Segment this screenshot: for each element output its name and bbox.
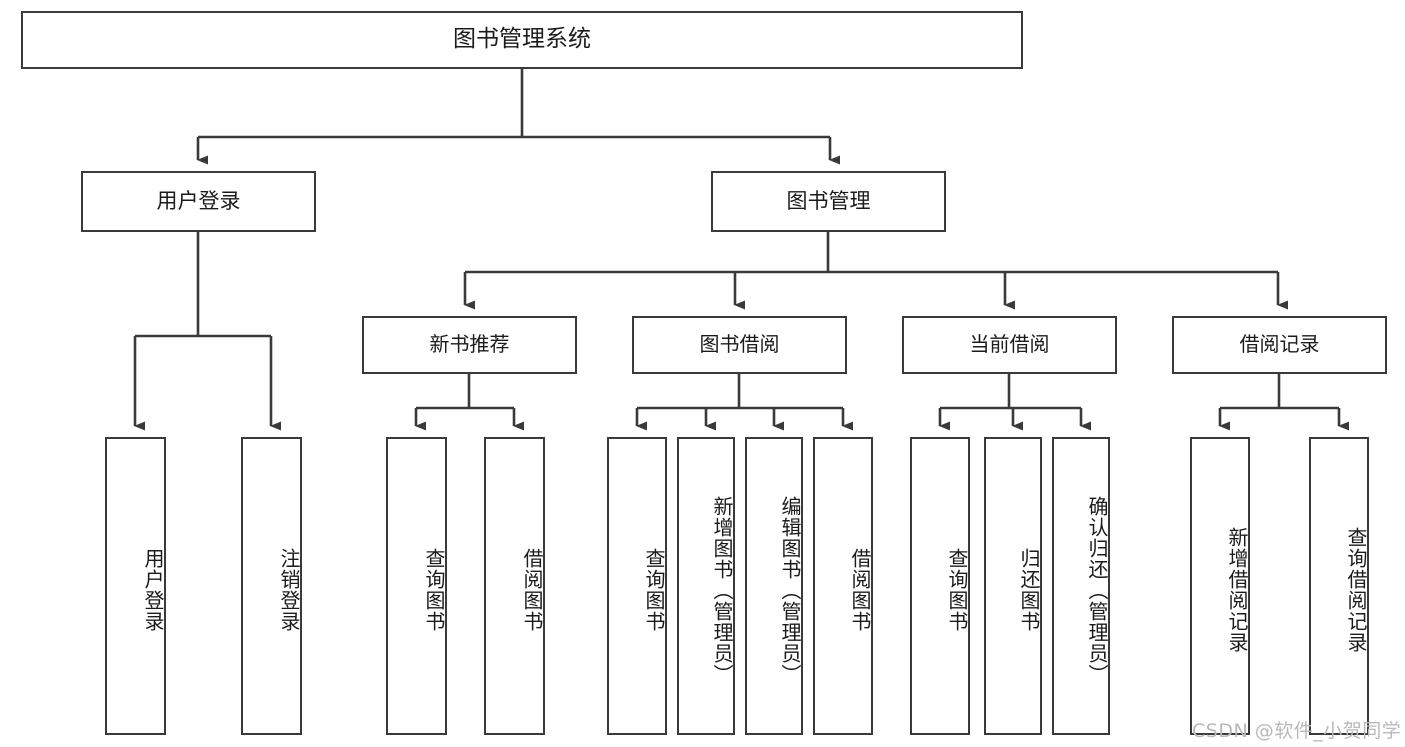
leaf-query-borrow-record-label: 查询借阅记录 bbox=[1344, 527, 1368, 653]
node-new-book-recommend[interactable]: 新书推荐 bbox=[362, 316, 577, 374]
watermark: CSDN @软件_小贺同学 bbox=[1192, 720, 1402, 742]
node-borrow-record[interactable]: 借阅记录 bbox=[1172, 316, 1387, 374]
leaf-borrow-book-recommend[interactable]: 借阅图书 bbox=[484, 437, 545, 735]
node-current-borrow[interactable]: 当前借阅 bbox=[902, 316, 1117, 374]
leaf-return-book[interactable]: 归还图书 bbox=[984, 437, 1042, 735]
node-book-borrow-label: 图书借阅 bbox=[699, 332, 780, 357]
leaf-add-book-admin[interactable]: 新增图书（管理员） bbox=[677, 437, 735, 735]
leaf-query-book-borrow-label: 查询图书 bbox=[642, 548, 666, 632]
node-book-management[interactable]: 图书管理 bbox=[711, 171, 946, 232]
leaf-query-book-recommend[interactable]: 查询图书 bbox=[386, 437, 447, 735]
leaf-borrow-book[interactable]: 借阅图书 bbox=[813, 437, 873, 735]
node-current-borrow-label: 当前借阅 bbox=[969, 332, 1050, 357]
leaf-confirm-return-admin[interactable]: 确认归还（管理员） bbox=[1052, 437, 1110, 735]
leaf-logout-label: 注销登录 bbox=[277, 548, 301, 632]
leaf-confirm-return-admin-label: 确认归还（管理员） bbox=[1085, 495, 1109, 685]
node-new-book-recommend-label: 新书推荐 bbox=[429, 332, 510, 357]
leaf-query-book-current[interactable]: 查询图书 bbox=[910, 437, 970, 735]
node-book-management-label: 图书管理 bbox=[786, 189, 871, 214]
leaf-borrow-book-label: 借阅图书 bbox=[848, 548, 872, 632]
node-root-label: 图书管理系统 bbox=[453, 26, 591, 53]
leaf-logout[interactable]: 注销登录 bbox=[241, 437, 302, 735]
leaf-query-book-borrow[interactable]: 查询图书 bbox=[607, 437, 667, 735]
leaf-edit-book-admin[interactable]: 编辑图书（管理员） bbox=[745, 437, 803, 735]
node-root[interactable]: 图书管理系统 bbox=[21, 11, 1023, 69]
leaf-add-book-admin-label: 新增图书（管理员） bbox=[710, 495, 734, 685]
leaf-add-borrow-record-label: 新增借阅记录 bbox=[1225, 527, 1249, 653]
leaf-edit-book-admin-label: 编辑图书（管理员） bbox=[778, 495, 802, 685]
leaf-return-book-label: 归还图书 bbox=[1017, 548, 1041, 632]
leaf-borrow-book-recommend-label: 借阅图书 bbox=[520, 548, 544, 632]
leaf-add-borrow-record[interactable]: 新增借阅记录 bbox=[1190, 437, 1250, 735]
node-user-login[interactable]: 用户登录 bbox=[81, 171, 316, 232]
leaf-query-borrow-record[interactable]: 查询借阅记录 bbox=[1309, 437, 1369, 735]
leaf-query-book-current-label: 查询图书 bbox=[945, 548, 969, 632]
node-user-login-label: 用户登录 bbox=[156, 189, 241, 214]
node-book-borrow[interactable]: 图书借阅 bbox=[632, 316, 847, 374]
leaf-user-login[interactable]: 用户登录 bbox=[105, 437, 166, 735]
leaf-query-book-recommend-label: 查询图书 bbox=[422, 548, 446, 632]
node-borrow-record-label: 借阅记录 bbox=[1239, 332, 1320, 357]
leaf-user-login-label: 用户登录 bbox=[141, 548, 165, 632]
